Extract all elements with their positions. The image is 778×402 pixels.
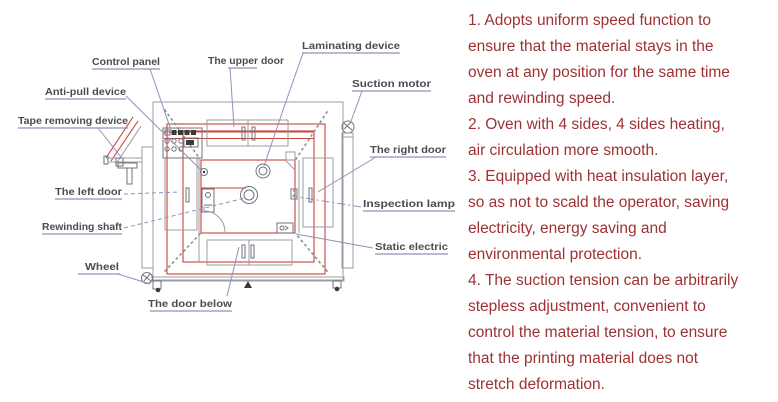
projection-lines	[163, 108, 329, 273]
label-rewinding-shaft: Rewinding shaft	[42, 197, 246, 235]
tape-removing-arm	[103, 116, 142, 185]
feature-line: and rewinding speed.	[468, 90, 616, 107]
static-electric-box	[276, 222, 294, 234]
anti-pull-sensor	[200, 168, 208, 176]
door-below	[206, 239, 293, 266]
feature-line: 2. Oven with 4 sides, 4 sides heating,	[468, 116, 725, 133]
feature-line: 4. The suction tension can be arbitraril…	[468, 272, 739, 289]
label-laminating-device-text: Laminating device	[302, 40, 400, 52]
rewinding-roller	[240, 186, 258, 204]
label-the-door-below: The door below	[148, 246, 240, 312]
label-wheel-text: Wheel	[85, 261, 119, 273]
feature-line: so as not to scald the operator, saving	[468, 194, 730, 211]
feature-list: 1. Adopts uniform speed function to ensu…	[468, 8, 774, 398]
oven-diagram: Control panel Anti-pull device Tape remo…	[18, 40, 455, 312]
feature-line: that the printing material does not	[468, 350, 699, 367]
label-laminating-device: Laminating device	[263, 40, 400, 167]
oven-chamber	[200, 151, 298, 234]
label-anti-pull-device-text: Anti-pull device	[45, 86, 126, 98]
label-rewinding-shaft-text: Rewinding shaft	[42, 221, 122, 233]
feature-line: ensure that the material stays in the	[468, 38, 714, 55]
label-suction-motor-text: Suction motor	[352, 78, 431, 90]
label-static-electric: Static electric	[295, 233, 448, 255]
label-tape-removing-device-text: Tape removing device	[18, 115, 128, 127]
right-door	[298, 157, 334, 233]
feature-line: environmental protection.	[468, 246, 643, 263]
label-control-panel-text: Control panel	[92, 56, 160, 68]
left-door	[164, 157, 200, 262]
label-the-left-door-text: The left door	[55, 186, 122, 198]
control-panel-unit	[162, 127, 203, 159]
label-wheel: Wheel	[78, 261, 151, 285]
label-static-electric-text: Static electric	[375, 241, 448, 253]
label-control-panel: Control panel	[92, 56, 172, 131]
label-the-right-door: The right door	[317, 144, 446, 193]
upper-door	[206, 119, 289, 147]
chamber-left-box	[201, 188, 215, 213]
feature-line: control the material tension, to ensure	[468, 324, 728, 341]
label-the-left-door: The left door	[55, 186, 181, 200]
label-the-door-below-text: The door below	[148, 298, 233, 310]
feature-line: 1. Adopts uniform speed function to	[468, 12, 711, 29]
labels: Control panel Anti-pull device Tape remo…	[18, 40, 455, 312]
feature-line: stepless adjustment, convenient to	[468, 298, 706, 315]
suction-motor-part	[341, 120, 355, 138]
inspection-lamp-part	[290, 188, 298, 200]
feature-line: air circulation more smooth.	[468, 142, 659, 159]
feature-line: 3. Equipped with heat insulation layer,	[468, 168, 729, 185]
laminating-roller	[255, 163, 271, 179]
label-the-upper-door-text: The upper door	[208, 55, 284, 67]
label-inspection-lamp: Inspection lamp	[291, 195, 455, 212]
feature-line: electricity, energy saving and	[468, 220, 667, 237]
label-the-upper-door: The upper door	[208, 55, 284, 128]
label-tape-removing-device: Tape removing device	[18, 115, 128, 158]
label-inspection-lamp-text: Inspection lamp	[363, 198, 455, 210]
feature-line: oven at any position for the same time	[468, 64, 730, 81]
label-suction-motor: Suction motor	[349, 78, 431, 125]
label-anti-pull-device: Anti-pull device	[45, 86, 202, 171]
label-the-right-door-text: The right door	[370, 144, 446, 156]
feature-line: stretch deformation.	[468, 376, 605, 393]
